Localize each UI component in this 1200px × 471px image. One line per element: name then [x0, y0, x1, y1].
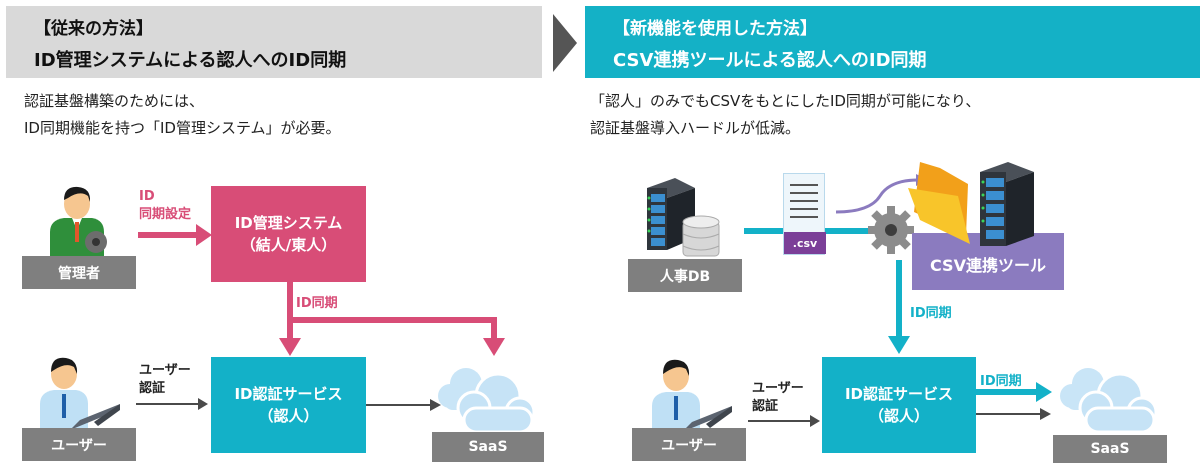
user-auth-right-line2: 認証 — [752, 399, 779, 414]
old-method-description: 認証基盤構築のためには、 ID同期機能を持つ「ID管理システム」が必要。 — [24, 88, 341, 142]
id-management-system-box: ID管理システム （結人/東人） — [211, 186, 366, 282]
user-person-icon — [40, 357, 120, 432]
csv-tool-label: CSV連携ツール — [930, 255, 1046, 275]
old-method-connectors — [136, 224, 505, 411]
auth-service-right-subtitle: （認人） — [868, 407, 929, 425]
hr-database-server-icon — [647, 178, 720, 257]
user-auth-label-right: ユーザー 認証 — [752, 380, 804, 416]
id-auth-service-box-right: ID認証サービス （認人） — [822, 357, 976, 453]
id-sync-label: ID同期 — [296, 296, 338, 311]
gear-icon — [868, 206, 914, 254]
auth-service-title: ID認証サービス — [234, 385, 343, 403]
id-sync-setting-line2: 同期設定 — [139, 207, 192, 222]
old-desc-line2: ID同期機能を持つ「ID管理システム」が必要。 — [24, 119, 341, 137]
user-label-right: ユーザー — [632, 428, 746, 461]
csv-file-extension: .csv — [784, 232, 826, 254]
id-auth-service-box: ID認証サービス （認人） — [211, 357, 366, 453]
folder-icon — [908, 162, 970, 244]
old-method-header: 【従来の方法】 ID管理システムによる認人へのID同期 — [6, 6, 542, 78]
new-method-description: 「認人」のみでもCSVをもとにしたID同期が可能になり、 認証基盤導入ハードルが… — [590, 88, 980, 142]
auth-to-saas-arrow-right — [976, 408, 1051, 420]
admin-to-idmgmt-arrow — [138, 224, 212, 246]
hr-db-label: 人事DB — [628, 259, 742, 292]
saas-cloud-icon — [438, 368, 536, 434]
old-method-title: 【従来の方法】 — [34, 19, 153, 39]
old-method-subtitle: ID管理システムによる認人へのID同期 — [34, 50, 347, 71]
admin-person-icon — [50, 186, 107, 258]
user-auth-arrow-right — [748, 415, 820, 427]
auth-service-subtitle: （認人） — [258, 407, 319, 425]
tool-id-sync-label: ID同期 — [910, 306, 952, 321]
csv-tool-server-icon — [980, 162, 1034, 246]
id-mgmt-subtitle: （結人/東人） — [240, 236, 337, 254]
new-method-title: 【新機能を使用した方法】 — [613, 19, 817, 39]
new-method-subtitle: CSV連携ツールによる認人へのID同期 — [613, 50, 927, 71]
user-auth-line2: 認証 — [139, 381, 166, 396]
user-label: ユーザー — [22, 428, 136, 461]
saas-label-right: SaaS — [1053, 435, 1167, 463]
id-mgmt-title: ID管理システム — [234, 214, 343, 232]
user-auth-label: ユーザー 認証 — [139, 362, 191, 398]
idmgmt-sync-arrows — [279, 282, 505, 356]
auth-service-right-title: ID認証サービス — [844, 385, 954, 403]
admin-label: 管理者 — [22, 256, 136, 289]
saas-id-sync-label: ID同期 — [980, 374, 1022, 389]
user-auth-right-line1: ユーザー — [752, 381, 804, 396]
transition-arrow-icon — [553, 14, 577, 72]
id-sync-setting-line1: ID — [139, 189, 155, 204]
saas-cloud-icon-right — [1060, 368, 1158, 434]
user-auth-arrow — [136, 398, 208, 410]
old-desc-line1: 認証基盤構築のためには、 — [24, 92, 205, 110]
new-desc-line1: 「認人」のみでもCSVをもとにしたID同期が可能になり、 — [590, 92, 981, 110]
id-sync-setting-label: ID 同期設定 — [139, 188, 191, 224]
tool-to-auth-arrow — [888, 260, 910, 354]
new-method-header: 【新機能を使用した方法】 CSV連携ツールによる認人へのID同期 — [585, 6, 1200, 78]
user-person-icon-right — [652, 359, 732, 434]
user-auth-line1: ユーザー — [139, 363, 191, 378]
auth-to-saas-arrow — [366, 399, 441, 411]
new-desc-line2: 認証基盤導入ハードルが低減。 — [590, 119, 801, 137]
saas-label: SaaS — [432, 432, 544, 462]
csv-file-icon: .csv — [783, 173, 826, 255]
auth-to-saas-sync-arrow — [976, 382, 1052, 402]
